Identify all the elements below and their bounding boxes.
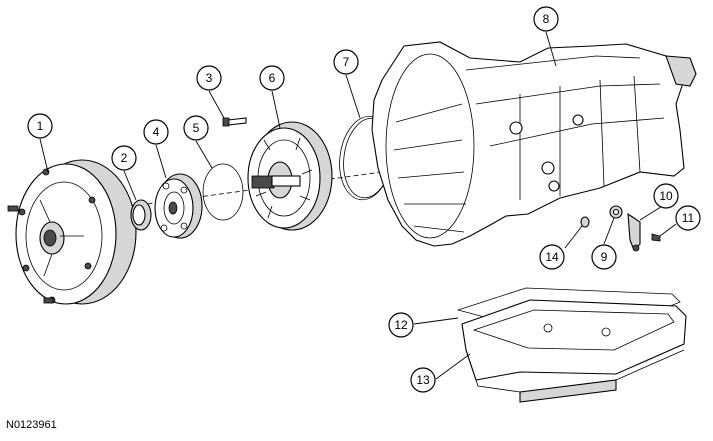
callout-4: 4 <box>143 119 169 145</box>
plug <box>580 216 590 228</box>
svg-text:8: 8 <box>543 12 550 26</box>
bolt <box>222 117 247 127</box>
seal <box>130 199 152 231</box>
svg-text:4: 4 <box>153 125 160 139</box>
washer <box>609 205 623 219</box>
callout-13: 13 <box>410 367 436 393</box>
callout-6: 6 <box>259 65 285 91</box>
svg-text:12: 12 <box>394 318 408 332</box>
svg-text:14: 14 <box>545 250 559 264</box>
figure-id-label: N0123961 <box>6 419 57 431</box>
torque-converter <box>7 159 137 305</box>
o-ring-small <box>202 163 244 221</box>
callout-3: 3 <box>196 65 222 91</box>
svg-text:5: 5 <box>193 121 200 135</box>
nut <box>651 233 661 242</box>
callout-1: 1 <box>27 113 53 139</box>
callout-12: 12 <box>388 312 414 338</box>
svg-text:2: 2 <box>121 151 128 165</box>
callout-7: 7 <box>333 49 359 75</box>
svg-text:1: 1 <box>37 119 44 133</box>
callout-11: 11 <box>675 205 701 231</box>
svg-text:10: 10 <box>659 189 673 203</box>
pump-support-assembly <box>247 121 333 231</box>
fluid-pan <box>461 299 687 403</box>
callout-14: 14 <box>539 244 565 270</box>
svg-text:3: 3 <box>206 71 213 85</box>
callout-9: 9 <box>591 244 617 270</box>
svg-text:11: 11 <box>682 211 695 225</box>
fluid-pump <box>154 173 203 239</box>
callout-10: 10 <box>653 183 679 209</box>
callout-8: 8 <box>533 6 559 32</box>
callout-2: 2 <box>111 145 137 171</box>
svg-text:9: 9 <box>601 250 608 264</box>
callout-5: 5 <box>183 115 209 141</box>
svg-text:7: 7 <box>343 55 350 69</box>
manual-lever <box>627 212 641 252</box>
leader-lines <box>39 31 677 380</box>
svg-text:13: 13 <box>416 373 430 387</box>
svg-text:6: 6 <box>269 71 276 85</box>
transmission-case <box>371 41 697 247</box>
